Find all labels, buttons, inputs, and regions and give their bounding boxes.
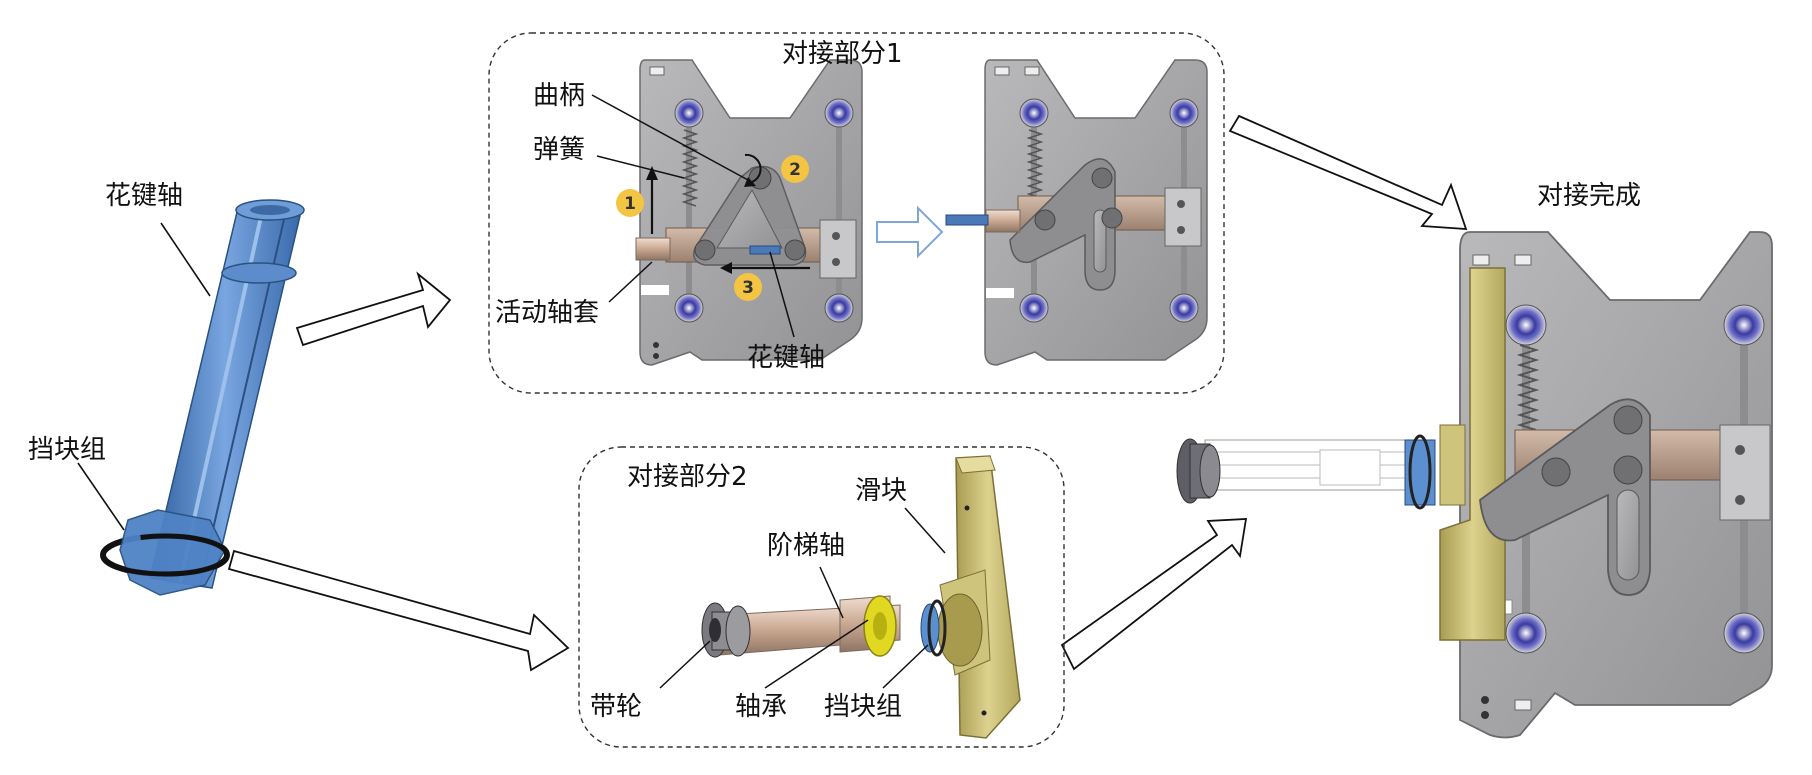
label-spring: 弹簧 bbox=[533, 135, 586, 165]
flow-arrow-section2-to-done bbox=[1060, 518, 1248, 671]
label-pulley: 带轮 bbox=[590, 692, 643, 722]
label-crank: 曲柄 bbox=[533, 81, 586, 111]
label-stop-group-left: 挡块组 bbox=[28, 435, 107, 465]
final-assembly bbox=[1176, 231, 1773, 739]
spline-shaft-part bbox=[100, 199, 305, 596]
section1-box bbox=[488, 32, 1225, 394]
step-number-2: 2 bbox=[789, 160, 801, 180]
section2-assembly bbox=[701, 455, 1021, 739]
label-docking-done: 对接完成 bbox=[1537, 181, 1642, 211]
transition-arrow bbox=[876, 205, 944, 259]
flow-arrow-to-section1 bbox=[295, 271, 452, 347]
label-movable-sleeve: 活动轴套 bbox=[495, 298, 600, 328]
flow-arrow-section1-to-done bbox=[1228, 114, 1468, 230]
label-slider: 滑块 bbox=[855, 476, 908, 506]
docking-plate-b bbox=[945, 59, 1208, 366]
label-bearing: 轴承 bbox=[735, 692, 788, 722]
step-number-3: 3 bbox=[742, 278, 754, 298]
step-badge-1: 1 bbox=[616, 189, 644, 217]
label-stepped-shaft: 阶梯轴 bbox=[767, 531, 846, 561]
label-spline-shaft-inner: 花键轴 bbox=[747, 343, 826, 373]
flow-arrow-to-section2 bbox=[227, 549, 570, 672]
label-stop-group-inner: 挡块组 bbox=[824, 692, 903, 722]
section2-title: 对接部分2 bbox=[627, 462, 748, 492]
section2-box bbox=[578, 446, 1065, 748]
docking-plate-a bbox=[635, 59, 863, 366]
section1-title: 对接部分1 bbox=[782, 39, 903, 69]
step-number-1: 1 bbox=[624, 194, 636, 214]
step-badge-2: 2 bbox=[781, 155, 809, 183]
step-badge-3: 3 bbox=[734, 273, 762, 301]
label-spline-shaft-left: 花键轴 bbox=[105, 181, 184, 211]
